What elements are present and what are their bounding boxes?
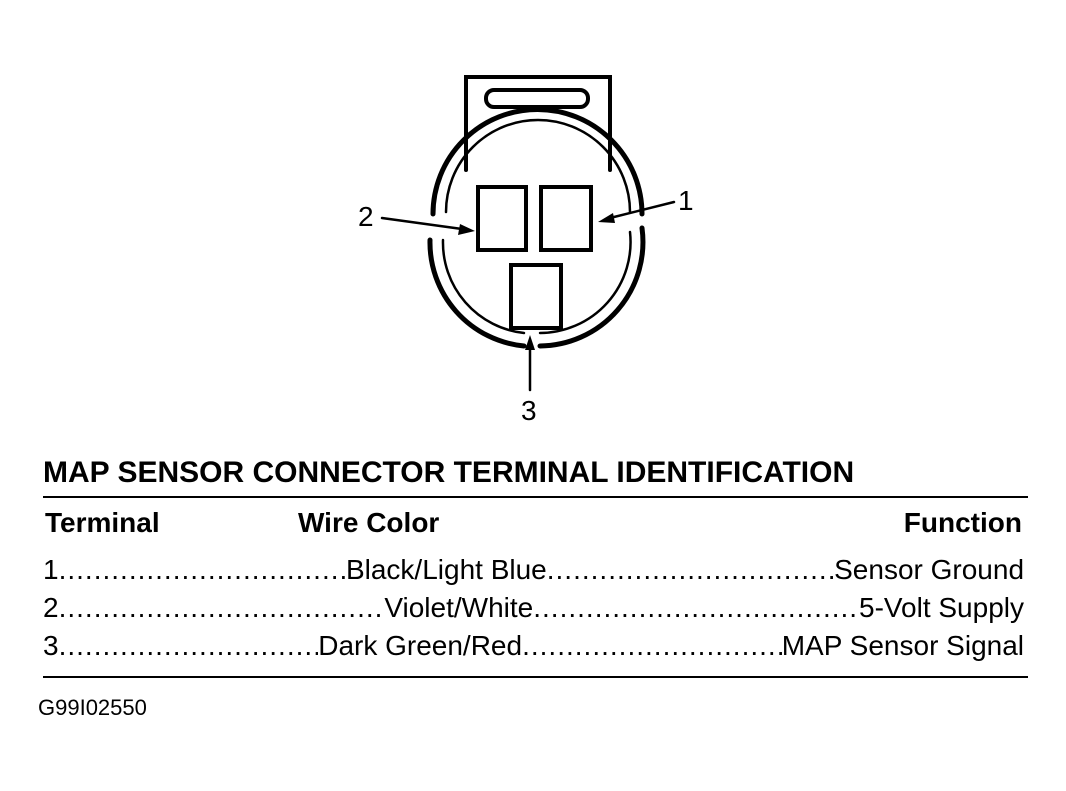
- leader-arrow-3: [525, 335, 535, 350]
- connector-outer-ring: [427, 237, 527, 349]
- table-row: 1 Black/Light Blue Sensor Ground: [43, 554, 1024, 588]
- wire-color: Black/Light Blue: [345, 554, 547, 585]
- header-terminal: Terminal: [45, 507, 160, 538]
- callout-label-2: 2: [358, 201, 374, 232]
- wire-color: Violet/White: [384, 592, 534, 623]
- leader-arrow-2: [458, 224, 475, 235]
- figure-id: G99I02550: [38, 695, 147, 720]
- leader-dots: [59, 592, 385, 624]
- leader-line-2: [380, 216, 464, 231]
- function: Sensor Ground: [834, 554, 1025, 585]
- table-bottom-divider: [43, 676, 1028, 678]
- leader-dots: [59, 630, 319, 662]
- table-title: MAP SENSOR CONNECTOR TERMINAL IDENTIFICA…: [43, 456, 855, 489]
- table-row: 2 Violet/White 5-Volt Supply: [43, 592, 1024, 626]
- leader-line-1: [608, 200, 676, 220]
- terminal-3-cavity: [509, 263, 563, 330]
- connector-diagram: [380, 75, 676, 392]
- terminal-number: 2: [43, 592, 59, 623]
- leader-dots: [522, 630, 782, 662]
- header-function: Function: [903, 507, 1022, 538]
- leader-arrow-1: [598, 213, 615, 223]
- callout-label-1: 1: [678, 185, 694, 216]
- connector-inner-ring: [444, 118, 632, 214]
- connector-inner-ring: [441, 238, 526, 335]
- header-wire-color: Wire Color: [298, 507, 440, 538]
- terminal-number: 1: [43, 554, 59, 585]
- connector-outer-ring: [537, 225, 646, 349]
- leader-dots: [59, 554, 346, 586]
- callout-label-3: 3: [521, 395, 537, 426]
- connector-lock-tab: [464, 75, 612, 172]
- leader-dots: [547, 554, 834, 586]
- title-divider: [43, 496, 1028, 498]
- connector-lock-slot: [484, 88, 590, 109]
- function: MAP Sensor Signal: [781, 630, 1025, 661]
- leader-dots: [533, 592, 859, 624]
- wire-color: Dark Green/Red: [318, 630, 523, 661]
- table-row: 3 Dark Green/Red MAP Sensor Signal: [43, 630, 1024, 664]
- function: 5-Volt Supply: [859, 592, 1024, 623]
- terminal-1-cavity: [539, 185, 593, 252]
- terminal-2-cavity: [476, 185, 528, 252]
- connector-inner-ring: [538, 230, 632, 335]
- terminal-number: 3: [43, 630, 59, 661]
- connector-outer-ring: [430, 107, 645, 217]
